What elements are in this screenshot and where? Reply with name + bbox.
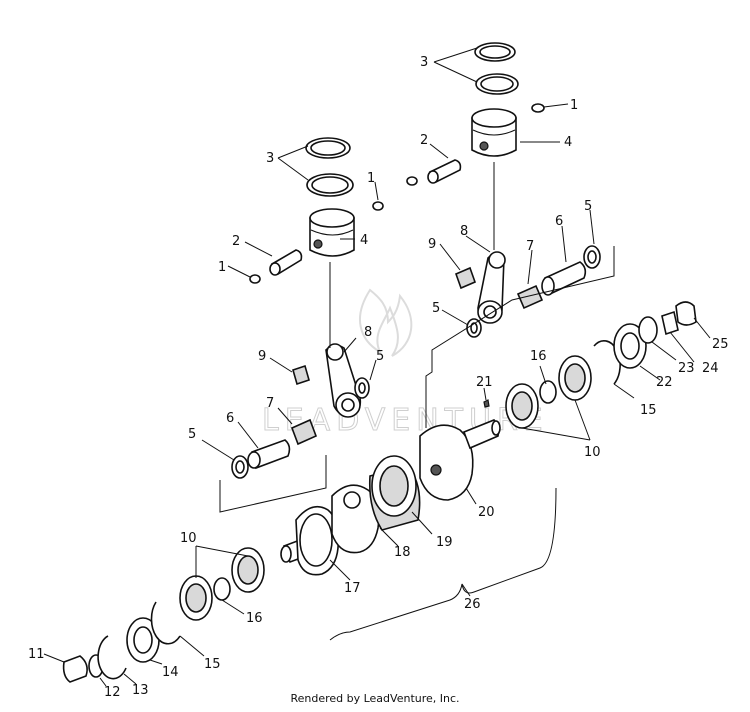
label-1-mid: 1 (367, 171, 375, 186)
pin-clip-right-a (531, 103, 545, 113)
label-12: 12 (104, 685, 121, 700)
label-23: 23 (678, 361, 695, 376)
piston-left-top (309, 208, 355, 228)
shim-16-right (539, 380, 557, 404)
label-1-right: 1 (570, 98, 578, 113)
label-1-left: 1 (218, 260, 226, 275)
label-7-left: 7 (266, 396, 274, 411)
label-17: 17 (344, 581, 361, 596)
label-9-right: 9 (428, 237, 436, 252)
label-4-right: 4 (564, 135, 572, 150)
label-15-left: 15 (204, 657, 221, 672)
label-16-left: 16 (246, 611, 263, 626)
right-piston-assembly (372, 42, 615, 428)
needle-bearing-right-large (516, 284, 544, 310)
label-3-left: 3 (266, 151, 274, 166)
crank-pin-right (544, 261, 587, 296)
pin-clip-left-b (372, 201, 384, 211)
nut-24 (661, 310, 679, 336)
shim-16-left (213, 577, 231, 601)
label-9-left: 9 (258, 349, 266, 364)
washer-23 (638, 316, 658, 344)
label-6-left: 6 (226, 411, 234, 426)
pin-clip-right-b (406, 176, 418, 186)
left-piston-assembly (219, 137, 370, 513)
footer-credit: Rendered by LeadVenture, Inc. (290, 692, 460, 705)
cap-25 (675, 301, 697, 326)
label-8-right: 8 (460, 224, 468, 239)
label-24: 24 (702, 361, 719, 376)
crankshaft-assembly (62, 301, 697, 683)
label-5-right-lower: 5 (432, 301, 440, 316)
leader-lines (43, 47, 711, 687)
label-6-right: 6 (555, 214, 563, 229)
piston-ring-left-lower-inner (311, 176, 349, 194)
pin-boss-left (313, 239, 323, 249)
pin-clip-left (249, 274, 261, 284)
label-10-right: 10 (584, 445, 601, 460)
label-5-left-lower: 5 (188, 427, 196, 442)
label-26: 26 (464, 597, 481, 612)
label-3-right: 3 (420, 55, 428, 70)
label-20: 20 (478, 505, 495, 520)
snap-ring-15-left (150, 601, 181, 645)
label-16-right: 16 (530, 349, 547, 364)
label-15-right: 15 (640, 403, 657, 418)
pin-boss-right (479, 141, 489, 151)
piston-right-top (471, 108, 517, 128)
label-8-left: 8 (364, 325, 372, 340)
leadventure-watermark: LEADVENTURE (262, 288, 543, 439)
label-2-right: 2 (420, 133, 428, 148)
label-21: 21 (476, 375, 493, 390)
crank-half-20 (419, 424, 474, 501)
label-5-right-upper: 5 (584, 199, 592, 214)
crank-pin-left (251, 439, 291, 470)
label-11: 11 (28, 647, 45, 662)
needle-bearing-left-large (290, 418, 318, 446)
label-14: 14 (162, 665, 179, 680)
needle-bearing-left-small (292, 364, 310, 386)
label-7-right: 7 (526, 239, 534, 254)
label-19: 19 (436, 535, 453, 550)
piston-ring-left-upper-inner (310, 140, 346, 156)
label-2-left: 2 (232, 234, 240, 249)
label-25: 25 (712, 337, 729, 352)
label-22: 22 (656, 375, 673, 390)
needle-bearing-right-small (454, 266, 477, 290)
label-18: 18 (394, 545, 411, 560)
part-number-labels: 3 4 2 1 1 3 1 4 2 8 9 7 6 5 5 8 9 5 7 6 … (28, 55, 729, 700)
label-10-left: 10 (180, 531, 197, 546)
key-21 (483, 399, 490, 408)
label-13: 13 (132, 683, 149, 698)
seal-cap-11 (62, 655, 88, 683)
label-4-left: 4 (360, 233, 368, 248)
label-5-left-upper: 5 (376, 349, 384, 364)
retaining-ring-13 (97, 635, 127, 680)
